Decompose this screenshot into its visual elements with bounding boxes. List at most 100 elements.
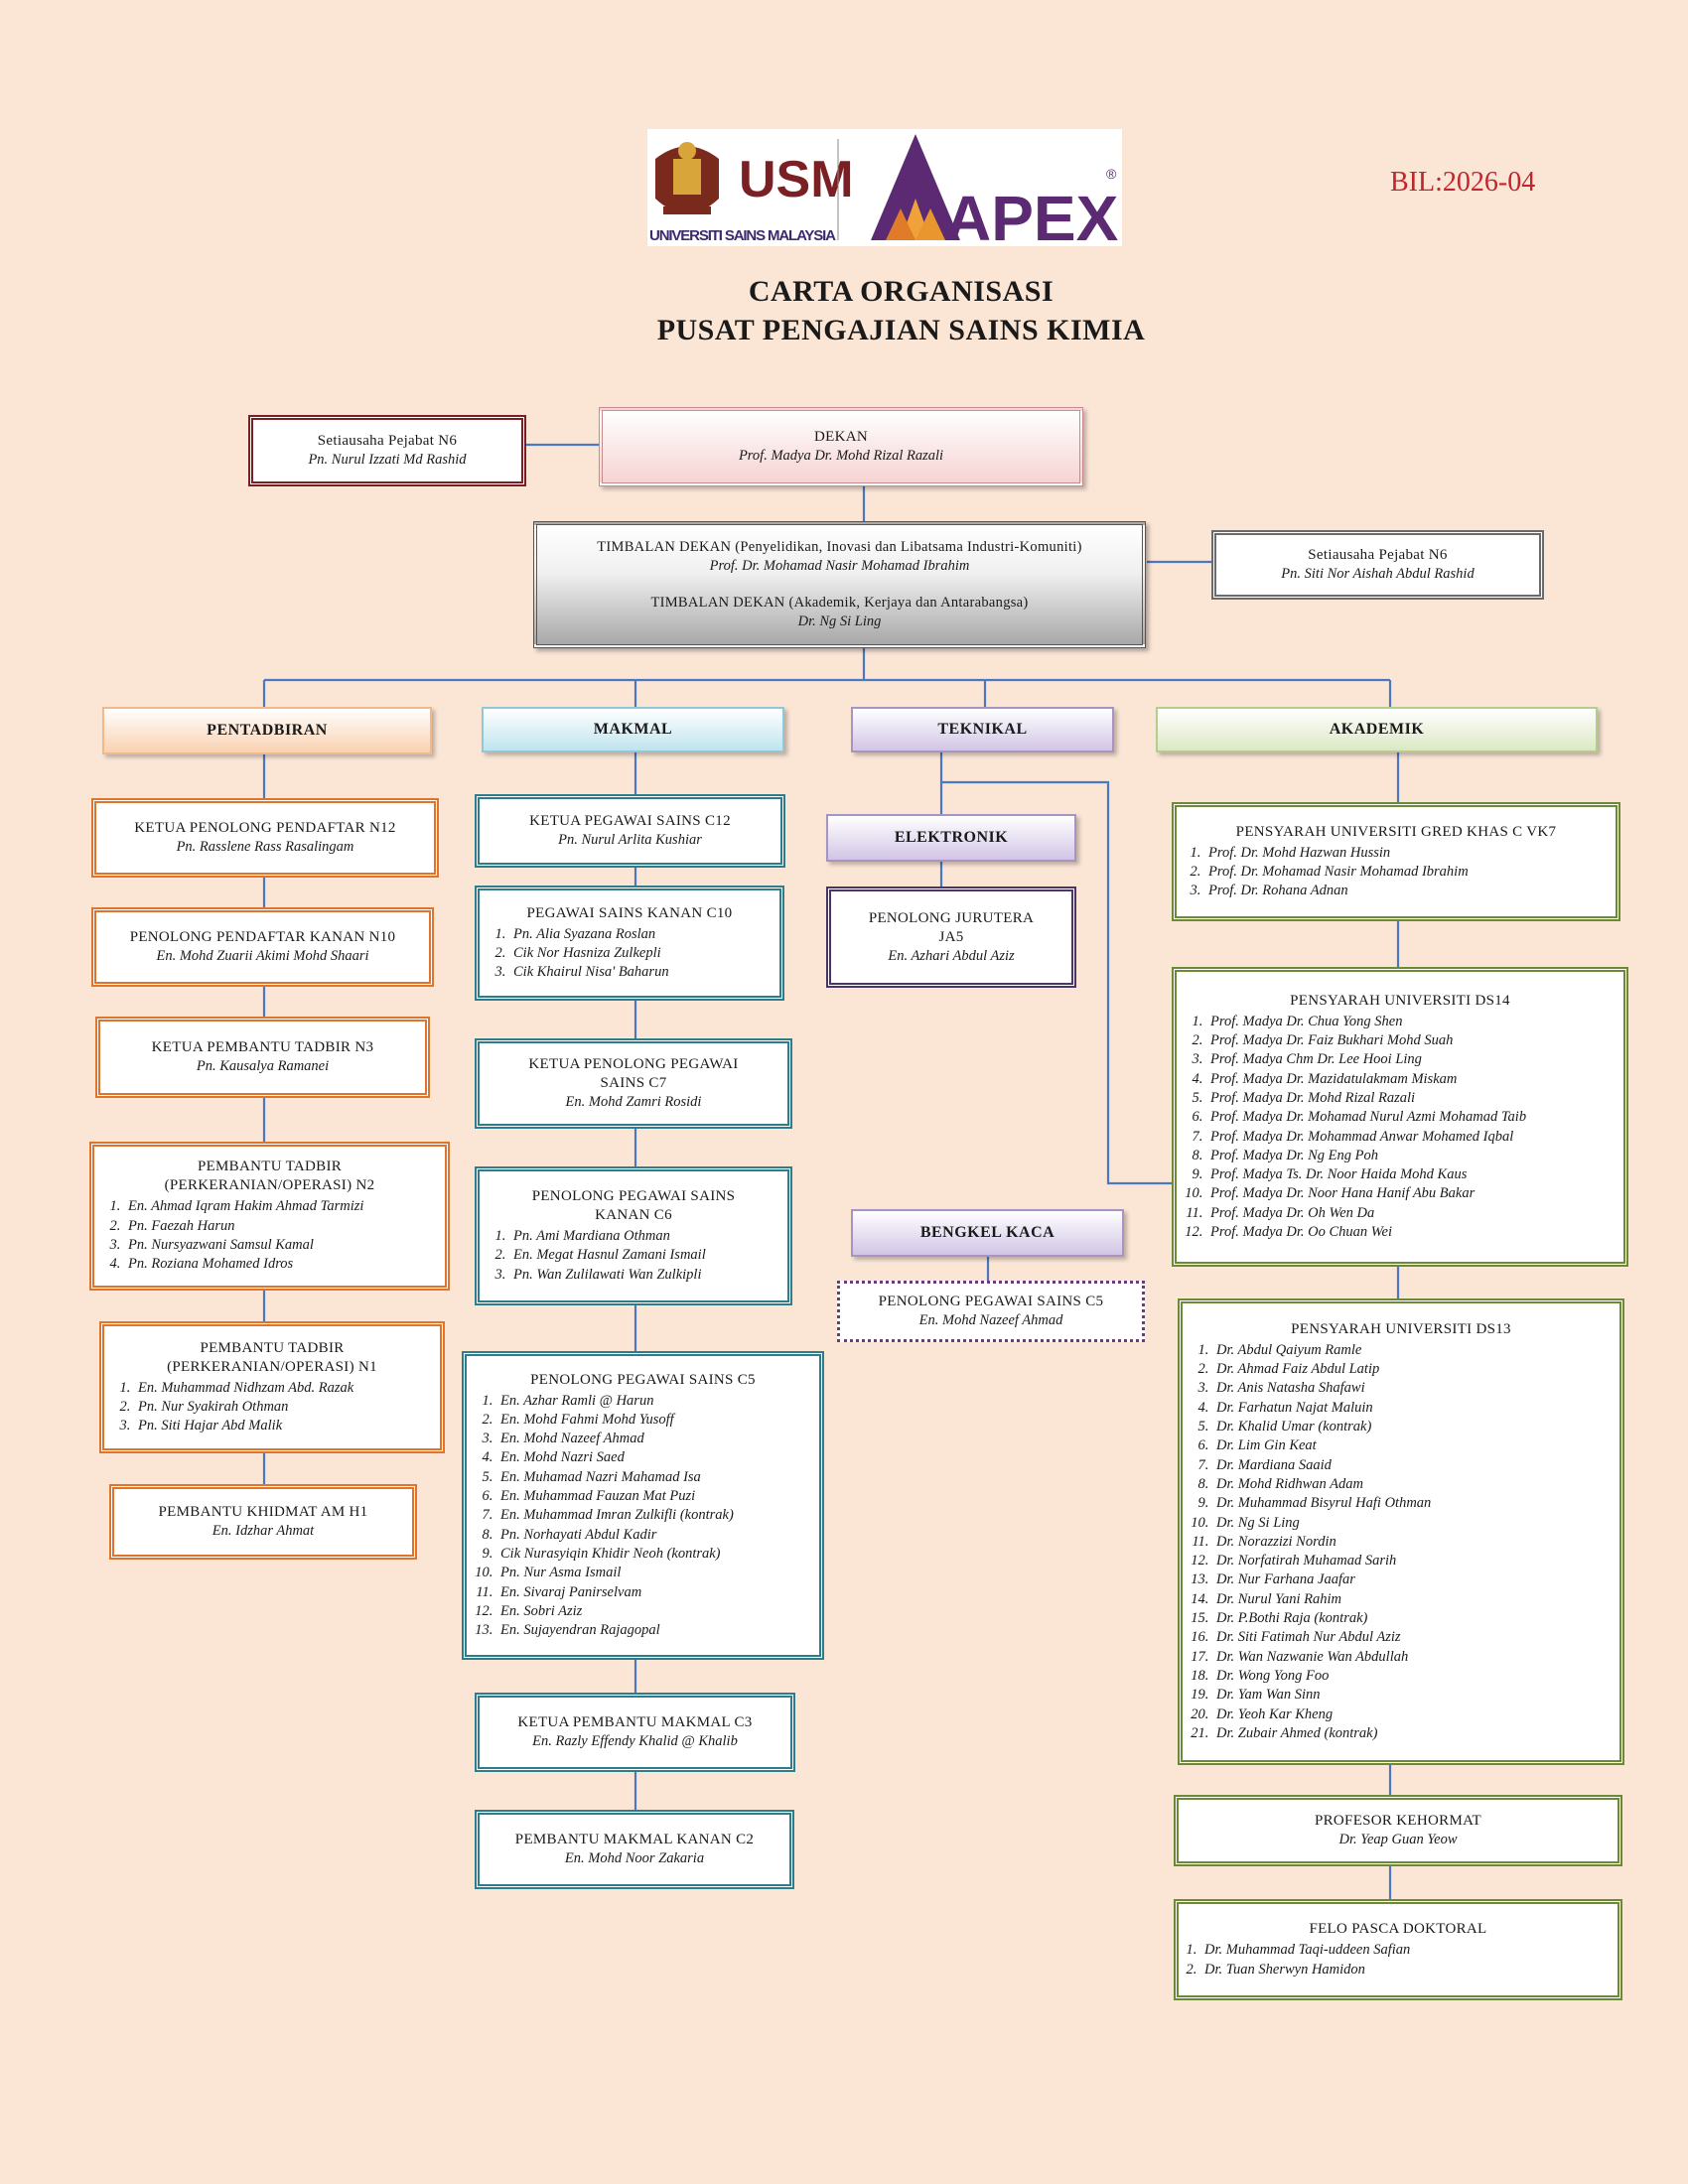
- staff-list-item: Dr. Muhammad Bisyrul Hafi Othman: [1212, 1494, 1619, 1513]
- box-title: KETUA PEMBANTU MAKMAL C3: [517, 1714, 753, 1730]
- staff-list-item: Prof. Madya Ts. Dr. Noor Haida Mohd Kaus: [1206, 1165, 1623, 1184]
- staff-list-item: En. Sobri Aziz: [496, 1602, 819, 1621]
- staff-list-item: En. Mohd Nazeef Ahmad: [496, 1430, 819, 1448]
- usm-university-text: UNIVERSITI SAINS MALAYSIA: [649, 227, 836, 244]
- staff-list-item: Dr. Yam Wan Sinn: [1212, 1686, 1619, 1705]
- box-title: PENSYARAH UNIVERSITI DS14: [1290, 992, 1510, 1009]
- box-name: Dr. Yeap Guan Yeow: [1338, 1832, 1458, 1847]
- timbalan-dekan-1-title: TIMBALAN DEKAN (Penyelidikan, Inovasi da…: [597, 539, 1082, 555]
- staff-list-item: Cik Nurasyiqin Khidir Neoh (kontrak): [496, 1545, 819, 1564]
- box-title: PEMBANTU KHIDMAT AM H1: [158, 1504, 368, 1520]
- staff-list-item: En. Ahmad Iqram Hakim Ahmad Tarmizi: [124, 1197, 445, 1216]
- staff-list-item: Dr. Nur Farhana Jaafar: [1212, 1570, 1619, 1589]
- staff-list-item: Dr. Ahmad Faiz Abdul Latip: [1212, 1360, 1619, 1379]
- box-name: Pn. Nurul Arlita Kushiar: [558, 832, 702, 848]
- staff-list-item: Pn. Siti Hajar Abd Malik: [134, 1417, 440, 1435]
- timbalan-dekan-1-name: Prof. Dr. Mohamad Nasir Mohamad Ibrahim: [709, 558, 970, 574]
- staff-list-item: Dr. Norazzizi Nordin: [1212, 1533, 1619, 1552]
- akademik-felo-pasca-doktoral-box: FELO PASCA DOKTORAL Dr. Muhammad Taqi-ud…: [1174, 1899, 1622, 2000]
- box-title: KETUA PEMBANTU TADBIR N3: [151, 1039, 374, 1055]
- staff-list-item: Prof. Madya Dr. Oo Chuan Wei: [1206, 1223, 1623, 1242]
- box-title: KETUA PENOLONG PEGAWAI SAINS C7: [528, 1056, 739, 1091]
- staff-list-item: En. Azhar Ramli @ Harun: [496, 1392, 819, 1411]
- pentadbiran-pembantu-tadbir-n1-box: PEMBANTU TADBIR (PERKERANIAN/OPERASI) N1…: [99, 1321, 445, 1453]
- box-title: KETUA PEGAWAI SAINS C12: [529, 813, 731, 829]
- staff-list-item: Pn. Roziana Mohamed Idros: [124, 1255, 445, 1274]
- staff-list-item: Dr. Muhammad Taqi-uddeen Safian: [1200, 1941, 1618, 1960]
- box-title: PENSYARAH UNIVERSITI GRED KHAS C VK7: [1235, 823, 1557, 840]
- usm-logo-text: USM: [739, 151, 854, 208]
- box-title: PROFESOR KEHORMAT: [1314, 1813, 1482, 1829]
- box-name: En. Mohd Nazeef Ahmad: [918, 1312, 1063, 1328]
- section-elektronik: ELEKTRONIK: [826, 814, 1076, 862]
- staff-list-item: En. Mohd Fahmi Mohd Yusoff: [496, 1411, 819, 1430]
- pentadbiran-ketua-pembantu-tadbir-box: KETUA PEMBANTU TADBIR N3 Pn. Kausalya Ra…: [95, 1017, 430, 1098]
- staff-list-item: Dr. P.Bothi Raja (kontrak): [1212, 1609, 1619, 1628]
- box-title: PENOLONG PEGAWAI SAINS C5: [530, 1371, 756, 1388]
- secretary-timbalan-name: Pn. Siti Nor Aishah Abdul Rashid: [1281, 566, 1475, 582]
- akademik-ds14-box: PENSYARAH UNIVERSITI DS14 Prof. Madya Dr…: [1172, 967, 1628, 1267]
- box-title: PENOLONG PEGAWAI SAINS C5: [878, 1294, 1104, 1309]
- staff-list-item: Prof. Dr. Rohana Adnan: [1204, 882, 1616, 900]
- secretary-dekan-box: Setiausaha Pejabat N6 Pn. Nurul Izzati M…: [248, 415, 526, 486]
- staff-list-item: Dr. Mardiana Saaid: [1212, 1456, 1619, 1475]
- staff-list-item: En. Sujayendran Rajagopal: [496, 1621, 819, 1640]
- staff-list-item: Pn. Wan Zulilawati Wan Zulkipli: [509, 1266, 787, 1285]
- staff-list-item: Dr. Tuan Sherwyn Hamidon: [1200, 1961, 1618, 1979]
- box-title: PENOLONG JURUTERA JA5: [868, 909, 1035, 945]
- staff-list-item: Pn. Ami Mardiana Othman: [509, 1227, 787, 1246]
- staff-list-item: Cik Khairul Nisa' Baharun: [509, 963, 779, 982]
- page-subtitle: PUSAT PENGAJIAN SAINS KIMIA: [656, 314, 1146, 346]
- section-teknikal: TEKNIKAL: [851, 707, 1114, 752]
- box-name: Pn. Rasslene Rass Rasalingam: [176, 839, 354, 855]
- box-title: PEMBANTU MAKMAL KANAN C2: [514, 1832, 755, 1847]
- staff-list-item: En. Muhammad Nidhzam Abd. Razak: [134, 1379, 440, 1398]
- staff-list-item: Prof. Madya Dr. Noor Hana Hanif Abu Baka…: [1206, 1184, 1623, 1203]
- staff-list-item: En. Muhammad Fauzan Mat Puzi: [496, 1487, 819, 1506]
- staff-list-item: Dr. Mohd Ridhwan Adam: [1212, 1475, 1619, 1494]
- staff-list-item: Prof. Madya Dr. Oh Wen Da: [1206, 1204, 1623, 1223]
- box-name: Pn. Kausalya Ramanei: [196, 1058, 330, 1074]
- staff-list-item: Prof. Madya Dr. Mohd Rizal Razali: [1206, 1089, 1623, 1108]
- makmal-penolong-pegawai-sains-kanan-box: PENOLONG PEGAWAI SAINS KANAN C6 Pn. Ami …: [475, 1166, 792, 1305]
- page-title: CARTA ORGANISASI: [748, 275, 1055, 308]
- staff-list-item: Dr. Zubair Ahmed (kontrak): [1212, 1724, 1619, 1743]
- section-pentadbiran: PENTADBIRAN: [102, 707, 432, 754]
- staff-list: Dr. Abdul Qaiyum RamleDr. Ahmad Faiz Abd…: [1183, 1341, 1619, 1743]
- box-name: En. Razly Effendy Khalid @ Khalib: [532, 1733, 738, 1749]
- staff-list-item: Prof. Dr. Mohd Hazwan Hussin: [1204, 844, 1616, 863]
- staff-list-item: Prof. Madya Dr. Mohamad Nurul Azmi Moham…: [1206, 1108, 1623, 1127]
- staff-list-item: Dr. Abdul Qaiyum Ramle: [1212, 1341, 1619, 1360]
- staff-list: En. Ahmad Iqram Hakim Ahmad TarmiziPn. F…: [94, 1197, 445, 1274]
- section-akademik: AKADEMIK: [1156, 707, 1598, 752]
- staff-list-item: Dr. Farhatun Najat Maluin: [1212, 1399, 1619, 1418]
- staff-list-item: Prof. Madya Dr. Chua Yong Shen: [1206, 1013, 1623, 1031]
- staff-list-item: Pn. Alia Syazana Roslan: [509, 925, 779, 944]
- box-title: PEMBANTU TADBIR (PERKERANIAN/OPERASI) N2: [164, 1159, 375, 1194]
- box-name: En. Mohd Zamri Rosidi: [565, 1094, 702, 1110]
- timbalan-dekan-2-title: TIMBALAN DEKAN (Akademik, Kerjaya dan An…: [650, 595, 1029, 611]
- staff-list-item: Dr. Khalid Umar (kontrak): [1212, 1418, 1619, 1436]
- staff-list-item: Prof. Madya Dr. Mazidatulakmam Miskam: [1206, 1070, 1623, 1089]
- box-title: PENOLONG PEGAWAI SAINS KANAN C6: [531, 1188, 736, 1224]
- box-name: En. Idzhar Ahmat: [211, 1523, 315, 1539]
- staff-list-item: Prof. Madya Dr. Ng Eng Poh: [1206, 1147, 1623, 1165]
- secretary-dekan-title: Setiausaha Pejabat N6: [317, 433, 458, 449]
- staff-list-item: Dr. Norfatirah Muhamad Sarih: [1212, 1552, 1619, 1570]
- staff-list-item: Pn. Nur Asma Ismail: [496, 1564, 819, 1582]
- makmal-pembantu-makmal-kanan-box: PEMBANTU MAKMAL KANAN C2 En. Mohd Noor Z…: [475, 1810, 794, 1889]
- staff-list-item: Dr. Anis Natasha Shafawi: [1212, 1379, 1619, 1398]
- staff-list-item: Prof. Madya Dr. Mohammad Anwar Mohamed I…: [1206, 1128, 1623, 1147]
- secretary-timbalan-box: Setiausaha Pejabat N6 Pn. Siti Nor Aisha…: [1211, 530, 1544, 600]
- makmal-pegawai-sains-kanan-box: PEGAWAI SAINS KANAN C10 Pn. Alia Syazana…: [475, 886, 784, 1001]
- svg-text:®: ®: [1106, 166, 1117, 182]
- pentadbiran-pembantu-tadbir-n2-box: PEMBANTU TADBIR (PERKERANIAN/OPERASI) N2…: [89, 1142, 450, 1291]
- staff-list: Prof. Dr. Mohd Hazwan HussinProf. Dr. Mo…: [1177, 844, 1616, 901]
- akademik-gred-khas-box: PENSYARAH UNIVERSITI GRED KHAS C VK7 Pro…: [1172, 802, 1620, 921]
- pentadbiran-ketua-penolong-pendaftar-box: KETUA PENOLONG PENDAFTAR N12 Pn. Rasslen…: [91, 798, 439, 878]
- staff-list-item: Prof. Madya Chm Dr. Lee Hooi Ling: [1206, 1050, 1623, 1069]
- staff-list-item: Dr. Siti Fatimah Nur Abdul Aziz: [1212, 1628, 1619, 1647]
- staff-list-item: Pn. Nursyazwani Samsul Kamal: [124, 1236, 445, 1255]
- staff-list-item: Pn. Norhayati Abdul Kadir: [496, 1526, 819, 1545]
